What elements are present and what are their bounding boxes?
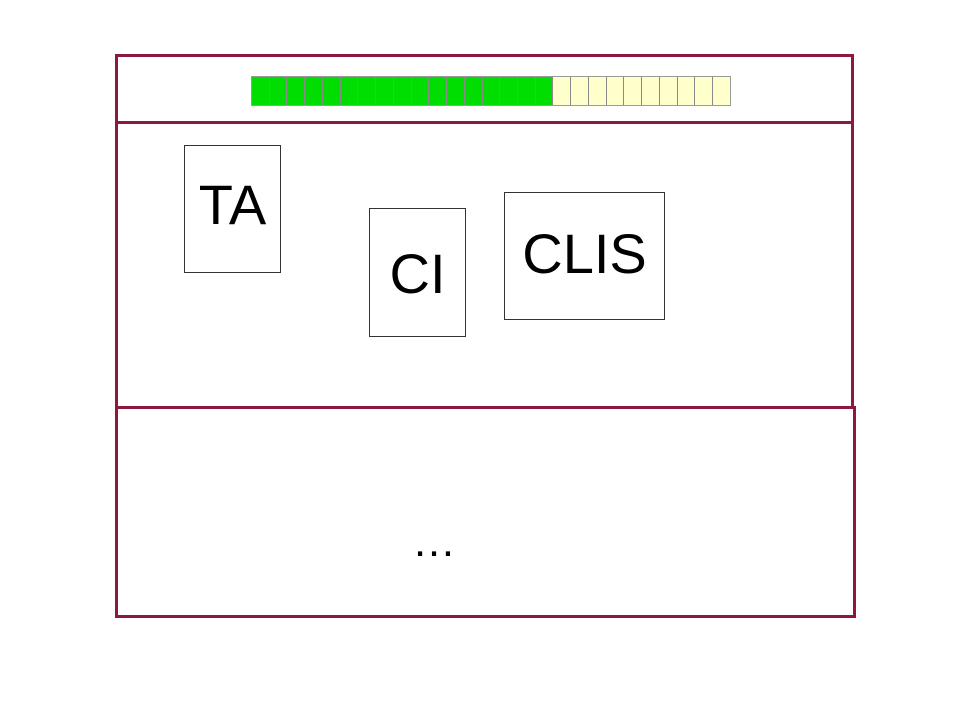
progress-cell-filled bbox=[518, 77, 536, 105]
progress-cell-filled bbox=[287, 77, 306, 105]
card-clis: CLIS bbox=[504, 192, 665, 320]
progress-cell-filled bbox=[305, 77, 323, 105]
progress-cell-empty bbox=[588, 77, 607, 105]
card-ci: CI bbox=[369, 208, 466, 337]
progress-cell-empty bbox=[677, 77, 696, 105]
progress-cell-filled bbox=[393, 77, 412, 105]
progress-cell-filled bbox=[447, 77, 465, 105]
progress-cell-filled bbox=[358, 77, 377, 105]
progress-cell-empty bbox=[624, 77, 643, 105]
progress-cell-filled bbox=[429, 77, 448, 105]
card-clis-label: CLIS bbox=[522, 222, 647, 285]
progress-bar bbox=[251, 76, 731, 106]
progress-cell-filled bbox=[500, 77, 519, 105]
progress-cell-filled bbox=[482, 77, 501, 105]
progress-cell-filled bbox=[411, 77, 430, 105]
card-ta: TA bbox=[184, 145, 281, 273]
progress-cell-empty bbox=[695, 77, 714, 105]
progress-cell-empty bbox=[713, 77, 730, 105]
ellipsis-text: … bbox=[412, 517, 460, 566]
progress-cell-filled bbox=[322, 77, 341, 105]
progress-cell-filled bbox=[464, 77, 483, 105]
card-ci-label: CI bbox=[389, 241, 446, 305]
progress-cell-empty bbox=[606, 77, 625, 105]
progress-cell-empty bbox=[571, 77, 589, 105]
progress-cell-empty bbox=[659, 77, 678, 105]
bottom-panel bbox=[115, 406, 856, 618]
progress-cell-filled bbox=[376, 77, 394, 105]
card-ta-label: TA bbox=[198, 173, 267, 236]
top-panel-header bbox=[118, 57, 851, 124]
progress-cell-filled bbox=[269, 77, 288, 105]
progress-cell-empty bbox=[642, 77, 660, 105]
progress-cell-empty bbox=[553, 77, 572, 105]
progress-cell-filled bbox=[252, 77, 270, 105]
progress-cell-filled bbox=[535, 77, 554, 105]
progress-cell-filled bbox=[340, 77, 359, 105]
